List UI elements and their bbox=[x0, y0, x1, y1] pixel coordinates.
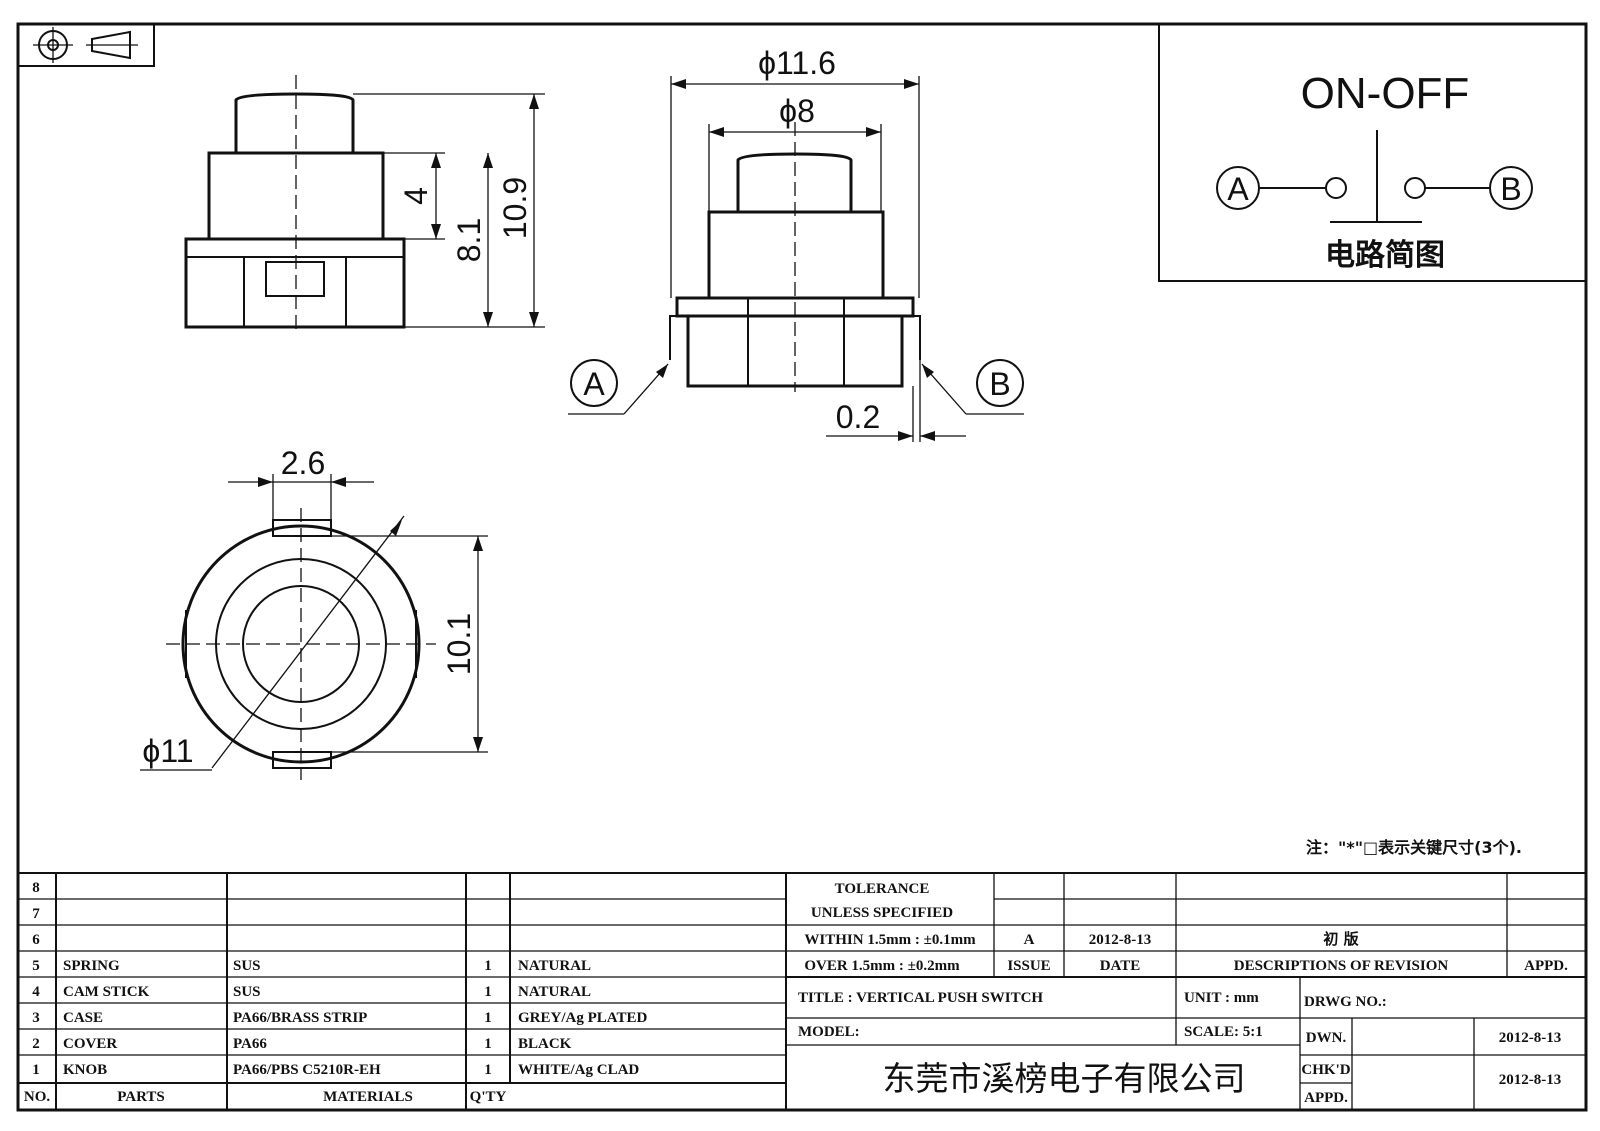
revision-description: 初 版 bbox=[1323, 930, 1358, 948]
dim-0-2: 0.2 bbox=[836, 399, 880, 435]
parts-row: 7 bbox=[32, 906, 40, 922]
approved-label: APPD. bbox=[1304, 1090, 1348, 1106]
row-part: CASE bbox=[63, 1010, 103, 1026]
row-finish: NATURAL bbox=[518, 958, 591, 974]
parts-row: 4 CAM STICK SUS 1 NATURAL bbox=[32, 984, 591, 1000]
unit-label: UNIT : mm bbox=[1184, 990, 1259, 1006]
header-qty: Q'TY bbox=[470, 1089, 507, 1105]
row-qty: 1 bbox=[484, 1062, 492, 1078]
row-material: PA66 bbox=[233, 1036, 267, 1052]
dim-10-9: 10.9 bbox=[497, 177, 533, 239]
row-no: 2 bbox=[32, 1036, 40, 1052]
date-label: DATE bbox=[1100, 958, 1141, 974]
dim-10-1: 10.1 bbox=[441, 613, 477, 675]
company-name: 东莞市溪榜电子有限公司 bbox=[883, 1059, 1246, 1098]
schematic-title: ON-OFF bbox=[1301, 69, 1470, 118]
drawing-number-label: DRWG NO.: bbox=[1304, 994, 1387, 1010]
dim-dia-8: ϕ8 bbox=[779, 93, 815, 129]
row-qty: 1 bbox=[484, 1036, 492, 1052]
drawing-title: TITLE : VERTICAL PUSH SWITCH bbox=[798, 990, 1043, 1006]
tolerance-within: WITHIN 1.5mm : ±0.1mm bbox=[804, 932, 976, 948]
parts-row: 1 KNOB PA66/PBS C5210R-EH 1 WHITE/Ag CLA… bbox=[32, 1062, 639, 1078]
row-no: 3 bbox=[32, 1010, 40, 1026]
row-part: KNOB bbox=[63, 1062, 107, 1078]
row-no: 8 bbox=[32, 880, 40, 896]
row-qty: 1 bbox=[484, 958, 492, 974]
header-parts: PARTS bbox=[117, 1089, 165, 1105]
revision-date: 2012-8-13 bbox=[1089, 932, 1152, 948]
row-no: 6 bbox=[32, 932, 40, 948]
tolerance-over: OVER 1.5mm : ±0.2mm bbox=[804, 958, 960, 974]
front-view: ϕ11.6 ϕ8 0.2 A B bbox=[568, 45, 1024, 442]
parts-row: 3 CASE PA66/BRASS STRIP 1 GREY/Ag PLATED bbox=[32, 1010, 647, 1026]
revision-issue: A bbox=[1024, 932, 1035, 948]
title-block: TOLERANCE UNLESS SPECIFIED WITHIN 1.5mm … bbox=[786, 872, 1586, 1110]
descriptions-label: DESCRIPTIONS OF REVISION bbox=[1234, 958, 1449, 974]
row-material: SUS bbox=[233, 958, 261, 974]
schematic-b-label: B bbox=[1500, 171, 1521, 207]
row-material: PA66/PBS C5210R-EH bbox=[233, 1062, 381, 1078]
terminal-b-label: B bbox=[989, 366, 1010, 402]
parts-table: 8 7 6 5 SPRING SUS 1 NATURAL 4 CAM STICK… bbox=[18, 872, 787, 1110]
model-label: MODEL: bbox=[798, 1024, 860, 1040]
projection-symbol bbox=[17, 23, 155, 67]
row-material: SUS bbox=[233, 984, 261, 1000]
row-part: SPRING bbox=[63, 958, 120, 974]
parts-row: 8 bbox=[32, 880, 40, 896]
row-no: 1 bbox=[32, 1062, 40, 1078]
drawn-date: 2012-8-13 bbox=[1499, 1030, 1562, 1046]
row-no: 5 bbox=[32, 958, 40, 974]
row-qty: 1 bbox=[484, 1010, 492, 1026]
drawn-label: DWN. bbox=[1306, 1030, 1347, 1046]
issue-label: ISSUE bbox=[1007, 958, 1050, 974]
row-part: COVER bbox=[63, 1036, 117, 1052]
dim-2-6: 2.6 bbox=[281, 445, 325, 481]
dim-8-1: 8.1 bbox=[451, 218, 487, 262]
parts-row: 6 bbox=[32, 932, 40, 948]
row-no: 7 bbox=[32, 906, 40, 922]
circuit-schematic: ON-OFF A B 电路简图 bbox=[1158, 23, 1587, 282]
checked-label: CHK'D bbox=[1301, 1062, 1350, 1078]
side-view: 4 8.1 10.9 bbox=[184, 75, 545, 330]
row-qty: 1 bbox=[484, 984, 492, 1000]
tolerance-line-2: UNLESS SPECIFIED bbox=[811, 905, 953, 921]
row-finish: GREY/Ag PLATED bbox=[518, 1010, 647, 1026]
row-material: PA66/BRASS STRIP bbox=[233, 1010, 367, 1026]
tolerance-line-1: TOLERANCE bbox=[835, 881, 930, 897]
drawing-border bbox=[16, 22, 1588, 1112]
terminal-a-label: A bbox=[583, 366, 605, 402]
terminal-b-marker bbox=[976, 359, 1024, 407]
row-part: CAM STICK bbox=[63, 984, 150, 1000]
scale-label: SCALE: 5:1 bbox=[1184, 1024, 1263, 1040]
header-no: NO. bbox=[24, 1089, 51, 1105]
key-dimension-note: 注："*"□表示关键尺寸(3个). bbox=[1306, 838, 1522, 857]
top-view: 2.6 10.1 ϕ11 bbox=[140, 445, 488, 780]
row-finish: WHITE/Ag CLAD bbox=[518, 1062, 639, 1078]
parts-row: 2 COVER PA66 1 BLACK bbox=[32, 1036, 571, 1052]
row-finish: NATURAL bbox=[518, 984, 591, 1000]
dim-4: 4 bbox=[398, 187, 434, 205]
terminal-a-marker bbox=[570, 359, 618, 407]
row-no: 4 bbox=[32, 984, 40, 1000]
schematic-a-label: A bbox=[1227, 171, 1249, 207]
appd-label: APPD. bbox=[1524, 958, 1568, 974]
row-finish: BLACK bbox=[518, 1036, 572, 1052]
dim-dia-11: ϕ11 bbox=[142, 733, 193, 769]
schematic-caption: 电路简图 bbox=[1325, 238, 1445, 273]
checked-date: 2012-8-13 bbox=[1499, 1072, 1562, 1088]
header-materials: MATERIALS bbox=[323, 1089, 413, 1105]
parts-row: 5 SPRING SUS 1 NATURAL bbox=[32, 958, 591, 974]
dim-dia-11-6: ϕ11.6 bbox=[758, 45, 836, 81]
